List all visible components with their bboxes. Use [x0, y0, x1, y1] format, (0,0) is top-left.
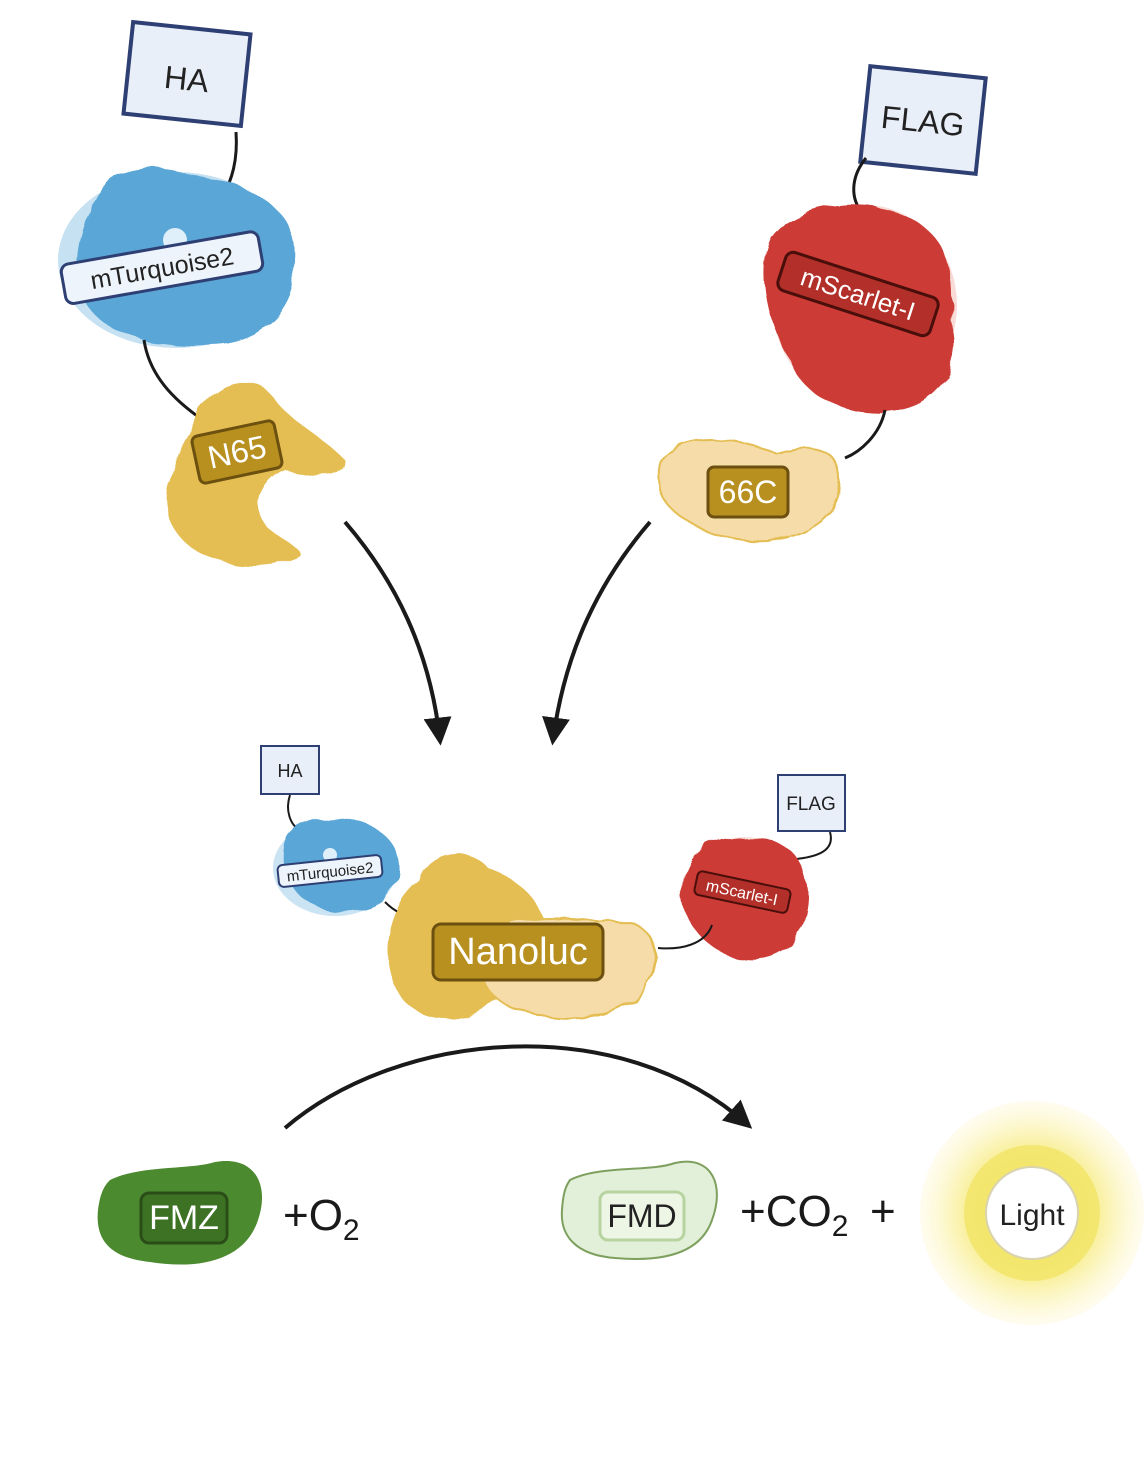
- light-label: Light: [999, 1199, 1065, 1232]
- mscarlet-protein-top: mScarlet-I: [763, 204, 957, 413]
- linker-flag-scarlet: [852, 157, 868, 211]
- svg-text:+CO2: +CO2: [740, 1187, 848, 1243]
- n65-fragment-top: N65: [166, 381, 345, 566]
- arrow-reaction: [283, 1044, 753, 1130]
- linker-complex-scarlet-nanoluc: [657, 924, 713, 950]
- oxygen-term: +O2: [283, 1191, 360, 1247]
- 66c-fragment-top: 66C: [658, 438, 842, 542]
- fmz-substrate: FMZ: [97, 1160, 263, 1265]
- co2-plus-text: +CO: [740, 1187, 832, 1236]
- arrow-right-to-complex: [542, 520, 652, 746]
- flag-tag-top: FLAG: [858, 64, 988, 176]
- linker-complex-ha: [287, 794, 301, 831]
- mscarlet-protein-complex: mScarlet-I: [681, 836, 809, 959]
- fmd-product: FMD: [560, 1160, 718, 1261]
- nanoluc-label: Nanoluc: [448, 931, 587, 973]
- oxygen-plus-text: +O: [283, 1191, 343, 1240]
- fmz-label: FMZ: [149, 1199, 219, 1237]
- light-emission: Light: [920, 1101, 1144, 1325]
- flag-tag-top-label: FLAG: [879, 99, 966, 144]
- ha-tag-complex-label: HA: [277, 761, 302, 781]
- flag-tag-complex-label: FLAG: [786, 794, 836, 815]
- ha-tag-top-label: HA: [162, 59, 211, 100]
- flag-tag-complex: FLAG: [777, 774, 846, 832]
- arrow-left-to-complex: [343, 520, 452, 746]
- co2-subscript: 2: [832, 1210, 849, 1243]
- svg-text:+O2: +O2: [283, 1191, 360, 1247]
- ha-tag-complex: HA: [260, 745, 320, 795]
- oxygen-subscript: 2: [343, 1214, 360, 1247]
- co2-term: +CO2 +: [740, 1187, 896, 1243]
- mturquoise2-protein-top: mTurquoise2: [58, 168, 296, 348]
- 66c-label: 66C: [719, 474, 778, 510]
- ha-tag-top: HA: [121, 19, 253, 129]
- fmd-label: FMD: [607, 1198, 676, 1234]
- plus-sign: +: [870, 1187, 896, 1236]
- nanoluc-complex: Nanoluc: [388, 853, 657, 1020]
- linker-scarlet-66c: [844, 409, 887, 460]
- mturquoise2-protein-complex: mTurquoise2: [273, 817, 399, 916]
